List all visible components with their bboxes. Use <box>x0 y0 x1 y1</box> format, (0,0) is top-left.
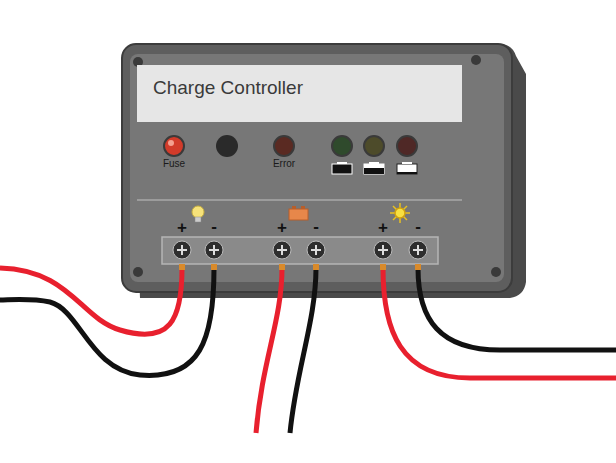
red-wire <box>256 268 282 433</box>
screw <box>491 267 501 277</box>
polarity-sign: - <box>211 217 217 237</box>
separator <box>137 199 462 201</box>
terminal-block <box>162 237 438 264</box>
fuse-led <box>164 136 184 156</box>
polarity-sign: + <box>177 218 187 238</box>
red-wire <box>383 268 616 378</box>
wire-ferrules <box>179 264 421 270</box>
label-plate: Charge Controller <box>137 65 462 122</box>
screw <box>471 55 481 65</box>
wires <box>0 268 616 433</box>
button <box>216 135 238 157</box>
device-name: Charge Controller <box>153 77 446 99</box>
polarity-sign: + <box>277 218 287 238</box>
housing-face <box>130 54 504 282</box>
battery-half-led <box>364 136 384 156</box>
sun-icon <box>390 203 410 223</box>
led-highlight <box>168 140 174 146</box>
battery-full-led <box>332 136 352 156</box>
led-label: Error <box>273 158 295 169</box>
terminal-screws <box>173 241 427 259</box>
screw <box>133 267 143 277</box>
bulb-icon <box>192 206 204 222</box>
polarity-sign: + <box>378 218 388 238</box>
polarity-sign: - <box>313 217 319 237</box>
black-wire <box>418 268 616 350</box>
battery-icon <box>289 206 308 220</box>
battery-low-led <box>397 136 417 156</box>
housing <box>122 44 512 292</box>
battery-icons <box>332 162 417 174</box>
led-label: Fuse <box>163 158 185 169</box>
error-led <box>274 136 294 156</box>
polarity-sign: - <box>415 217 421 237</box>
housing-side <box>130 44 526 298</box>
black-wire <box>290 268 316 433</box>
black-wire <box>0 268 214 375</box>
